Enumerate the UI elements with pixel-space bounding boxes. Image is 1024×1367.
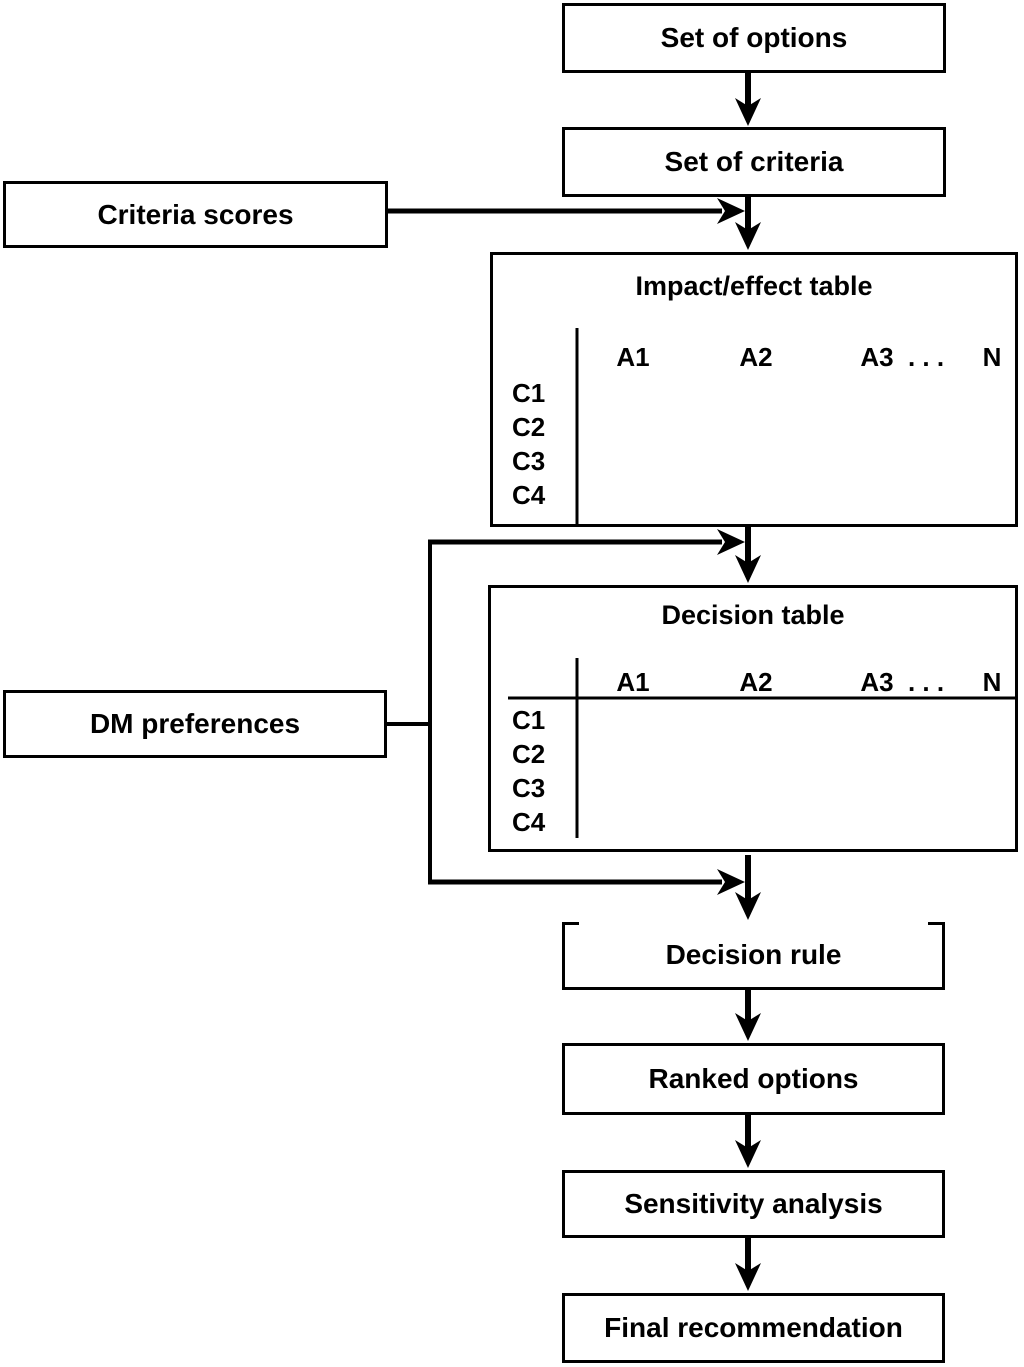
impact-table-title: Impact/effect table [635, 271, 873, 301]
decision-table-separator [508, 658, 1015, 838]
decision-col-a3: A3 [860, 667, 894, 697]
impact-row-labels: C1 C2 C3 C4 [512, 378, 545, 514]
box-set-of-options: Set of options [562, 3, 946, 73]
impact-col-a3: A3 [860, 342, 894, 372]
impact-row-c2: C2 [512, 412, 546, 442]
impact-row-c1: C1 [512, 378, 546, 408]
impact-col-n: N [982, 342, 1002, 372]
dm-preferences-loop [387, 529, 745, 895]
decision-row-c4: C4 [512, 807, 546, 837]
box-ranked-options: Ranked options [562, 1043, 945, 1115]
arrow-options-to-criteria [735, 73, 761, 126]
decision-row-c1: C1 [512, 705, 546, 735]
box-dm-preferences: DM preferences [3, 690, 387, 758]
arrow-criteria-to-impact-table [735, 197, 761, 250]
arrow-decision-table-to-decision-rule [735, 855, 761, 920]
impact-row-c4: C4 [512, 480, 546, 510]
decision-col-n: N [982, 667, 1002, 697]
ranked-options-label: Ranked options [648, 1063, 859, 1094]
dm-preferences-label: DM preferences [89, 708, 301, 739]
decision-row-c3: C3 [512, 773, 546, 803]
sensitivity-analysis-label: Sensitivity analysis [624, 1188, 883, 1219]
impact-col-a2: A2 [739, 342, 773, 372]
box-decision-rule: Decision rule [562, 922, 945, 990]
decision-table: Decision table A1 A2 A3 . . . N C1 C2 C3… [488, 585, 1018, 852]
box-sensitivity-analysis: Sensitivity analysis [562, 1170, 945, 1238]
impact-effect-table: Impact/effect table A1 A2 A3 . . . N C1 … [490, 252, 1018, 527]
impact-col-ellipsis: . . . [907, 342, 945, 372]
arrow-decision-rule-to-ranked-options [735, 990, 761, 1041]
set-of-options-label: Set of options [660, 22, 848, 53]
arrow-criteria-scores [388, 198, 745, 224]
final-recommendation-label: Final recommendation [604, 1312, 903, 1343]
set-of-criteria-label: Set of criteria [664, 146, 844, 177]
decision-col-a2: A2 [739, 667, 773, 697]
box-criteria-scores: Criteria scores [3, 181, 388, 248]
decision-rule-label: Decision rule [665, 938, 842, 970]
arrow-ranked-options-to-sensitivity [735, 1115, 761, 1168]
impact-row-c3: C3 [512, 446, 546, 476]
arrow-impact-to-decision-table [735, 527, 761, 583]
decision-row-labels: C1 C2 C3 C4 [512, 705, 545, 841]
decision-col-a1: A1 [616, 667, 650, 697]
box-final-recommendation: Final recommendation [562, 1293, 945, 1363]
decision-row-c2: C2 [512, 739, 546, 769]
arrow-sensitivity-to-final [735, 1238, 761, 1291]
impact-col-a1: A1 [616, 342, 650, 372]
box-set-of-criteria: Set of criteria [562, 127, 946, 197]
decision-table-title: Decision table [661, 600, 845, 630]
decision-col-ellipsis: . . . [907, 667, 945, 697]
criteria-scores-label: Criteria scores [97, 198, 294, 230]
